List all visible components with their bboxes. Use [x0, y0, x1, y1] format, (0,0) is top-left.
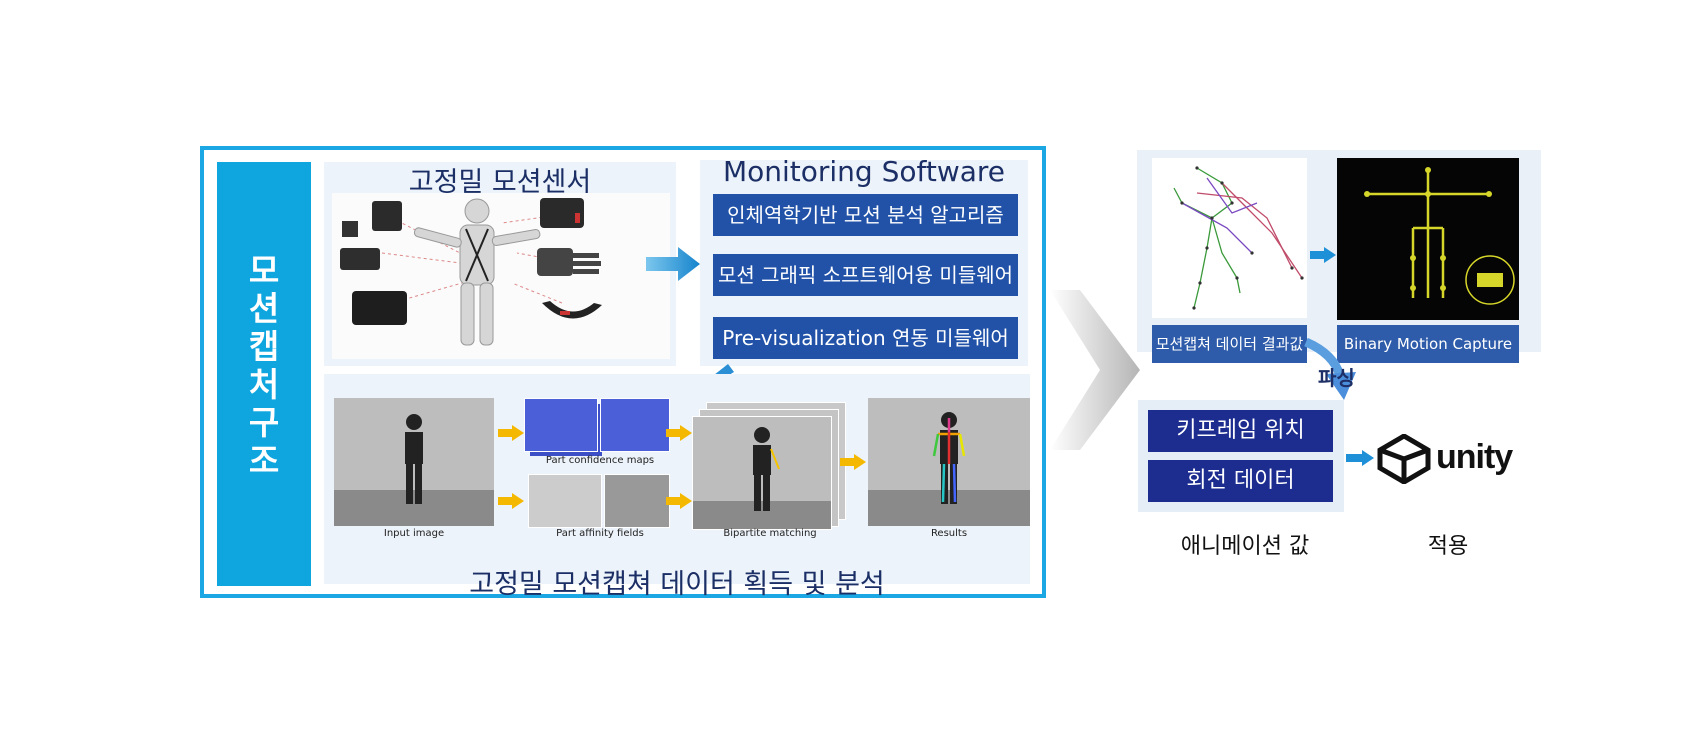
skeleton-plot [1152, 158, 1307, 318]
monitoring-item-analysis-algorithm: 인체역학기반 모션 분석 알고리즘 [713, 194, 1018, 236]
bipartite-matching-image [692, 416, 832, 530]
pose-result-figure [868, 412, 1030, 526]
unity-logo-icon [1377, 434, 1431, 484]
input-image [334, 398, 494, 526]
caption-affinity-fields: Part affinity fields [556, 528, 644, 539]
results-image [868, 398, 1030, 526]
monitoring-item-graphics-middleware: 모션 그래픽 소프트웨어용 미들웨어 [713, 254, 1018, 296]
arrow-yellow-icon [666, 493, 692, 509]
confidence-map-3 [600, 398, 670, 452]
vertical-title-char: 구 [248, 403, 280, 442]
animation-values-label: 애니메이션 값 [1180, 534, 1310, 559]
confidence-map-2 [524, 398, 598, 452]
arrow-yellow-icon [498, 425, 524, 441]
binary-motion-capture-image [1337, 158, 1519, 320]
vertical-title-bar: 모 션 캡 처 구 조 [217, 162, 311, 586]
affinity-field-1 [528, 474, 602, 528]
sensor-figure-svg [340, 198, 602, 346]
sensor-illustration [332, 193, 670, 359]
vertical-title-char: 조 [248, 441, 280, 480]
chevron-right-icon [1050, 290, 1140, 450]
caption-input-image: Input image [383, 528, 445, 539]
caption-results: Results [930, 528, 968, 539]
analysis-title: 고정밀 모션캡쳐 데이터 획득 및 분석 [469, 569, 885, 600]
arrow-right-icon [646, 247, 700, 281]
arrow-right-icon [1346, 450, 1374, 466]
vertical-title-char: 처 [248, 365, 280, 404]
affinity-field-2 [604, 474, 670, 528]
sensor-title: 고정밀 모션센서 [408, 167, 592, 198]
unity-logo-text: unity [1436, 438, 1513, 476]
skeleton-plot-svg [1173, 166, 1304, 310]
motion-data-result-label: 모션캡쳐 데이터 결과값 [1152, 325, 1307, 363]
monitoring-title: Monitoring Software [722, 155, 1006, 188]
person-figure-icon [693, 427, 831, 529]
binary-motion-capture-label: Binary Motion Capture [1337, 325, 1519, 363]
monitoring-item-previz-middleware: Pre-visualization 연동 미들웨어 [713, 317, 1018, 359]
arrow-right-icon [1310, 247, 1336, 263]
arrow-yellow-icon [840, 454, 866, 470]
arrow-yellow-icon [666, 425, 692, 441]
arrow-yellow-icon [498, 493, 524, 509]
skeleton-hierarchy-svg [1364, 167, 1515, 305]
vertical-title: 모 션 캡 처 구 조 [217, 252, 311, 480]
rotation-data-box: 회전 데이터 [1148, 460, 1333, 502]
keyframe-position-box: 키프레임 위치 [1148, 410, 1333, 452]
caption-confidence-maps: Part confidence maps [545, 455, 655, 466]
parse-label: 파싱 [1318, 366, 1355, 390]
vertical-title-char: 캡 [248, 327, 280, 366]
arrow-curved-down-icon [1304, 338, 1356, 400]
vertical-title-char: 모 [248, 251, 280, 290]
vertical-title-char: 션 [248, 289, 280, 328]
caption-bipartite-matching: Bipartite matching [723, 528, 817, 539]
person-figure-icon [334, 414, 494, 526]
apply-label: 적용 [1427, 534, 1469, 559]
